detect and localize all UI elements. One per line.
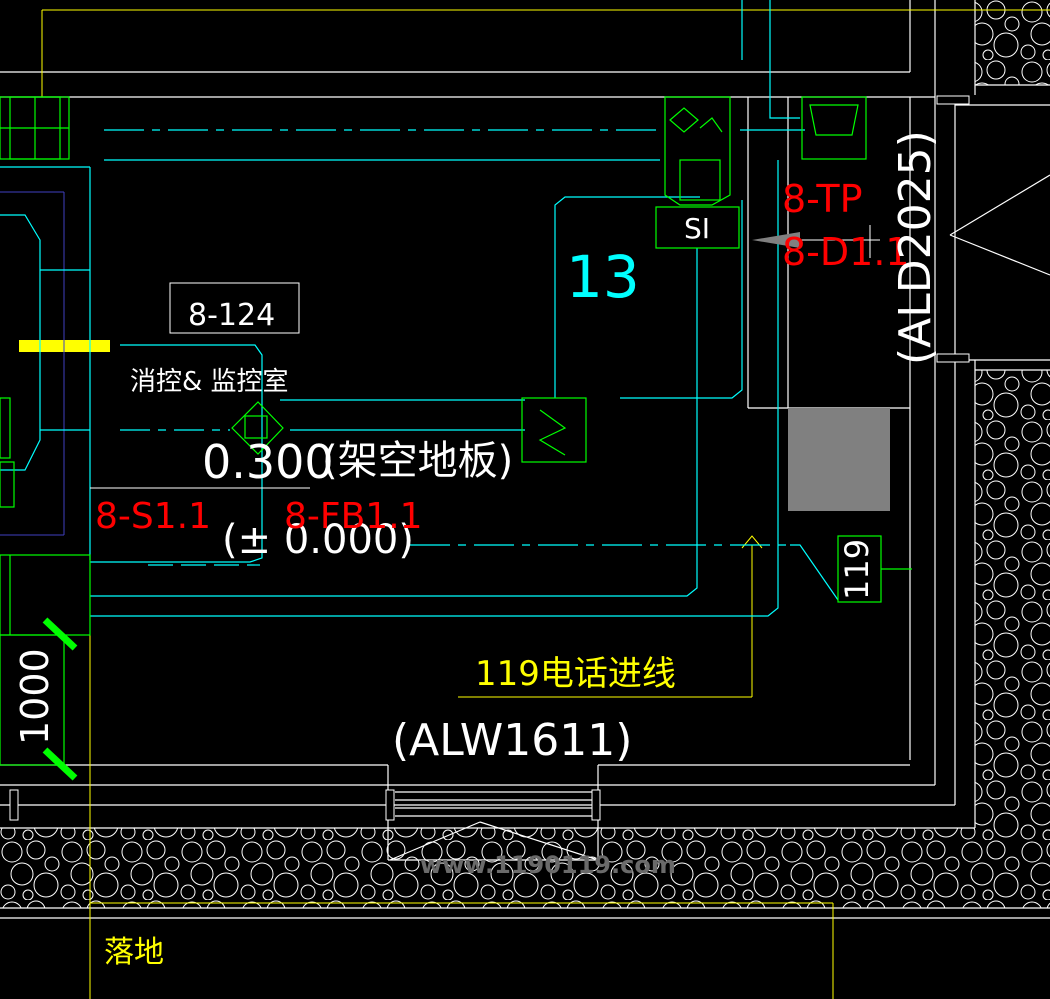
equipment-block — [788, 408, 890, 511]
circuit-number: 13 — [566, 243, 640, 311]
gravel-fill — [0, 0, 1050, 908]
dimension-label: 1000 — [13, 648, 57, 745]
walls — [0, 0, 1050, 919]
room-name: 消控& 监控室 — [130, 367, 289, 397]
room-number-box — [169, 282, 300, 334]
device-fb1-label: 8-FB1.1 — [284, 496, 423, 537]
door-tag: (ALD2025) — [890, 130, 941, 365]
floor-note: 落地 — [104, 935, 164, 970]
window-tag: (ALW1611) — [392, 715, 632, 766]
watermark: www.1190119.com — [420, 851, 676, 879]
wall-markers — [9, 95, 970, 821]
device-tp-label: 8-TP — [782, 177, 863, 221]
dim-tick-bottom — [42, 747, 78, 781]
device-si-label: SI — [684, 212, 710, 245]
conduit-lines — [0, 0, 839, 617]
phone-tag: 119 — [838, 539, 876, 600]
phone-line-label: 119电话进线 — [475, 654, 676, 694]
floor-type: (架空地板) — [322, 438, 513, 484]
device-symbols — [0, 96, 912, 766]
labels: 8-124 消控& 监控室 0.300 (架空地板) (± 0.000) 8-S… — [13, 130, 941, 970]
device-s1-label: 8-S1.1 — [95, 496, 211, 537]
arrow-icon — [752, 225, 880, 258]
device-d1-label: 8-D1.1 — [782, 230, 910, 274]
yellow-lines — [41, 9, 1050, 999]
navy-lines — [0, 191, 65, 536]
base-level: (± 0.000) — [222, 517, 414, 563]
room-number: 8-124 — [188, 298, 275, 333]
dim-tick-top — [42, 617, 78, 651]
floor-level: 0.300 — [202, 435, 334, 489]
